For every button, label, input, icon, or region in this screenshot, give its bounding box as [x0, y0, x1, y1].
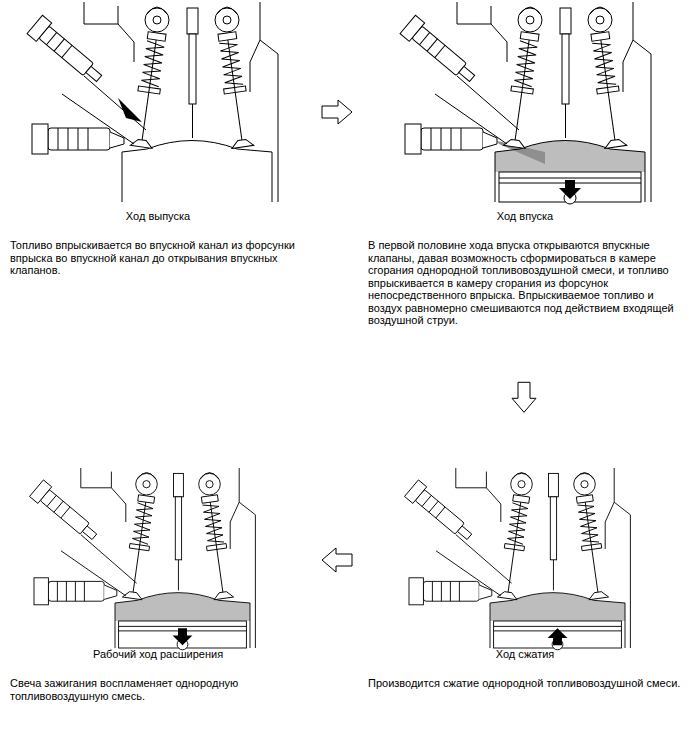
stroke-panel: Ход сжатияПроизводится сжатие однородной…	[368, 468, 682, 690]
stroke-title: Рабочий ход расширения	[10, 648, 306, 661]
stroke-description: Топливо впрыскивается во впускной канал …	[10, 239, 306, 277]
stroke-description: Свеча зажигания воспламеняет однородную …	[10, 677, 306, 702]
flow-arrow	[322, 100, 352, 124]
stroke-title: Ход впуска	[368, 210, 682, 223]
stroke-panel: Ход выпускаТопливо впрыскивается во впус…	[10, 4, 306, 277]
stroke-panel: Рабочий ход расширенияСвеча зажигания во…	[10, 468, 306, 702]
illustration-space	[10, 468, 306, 648]
flow-arrow	[512, 382, 536, 412]
flow-arrow	[322, 548, 352, 572]
stroke-title: Ход сжатия	[368, 648, 682, 661]
stroke-panel: Ход впуска В первой половине хода впуска …	[368, 4, 682, 327]
illustration-space	[368, 4, 682, 210]
exhaust-illustration	[27, 2, 278, 202]
illustration-space	[368, 468, 682, 648]
intake-illustration	[400, 2, 651, 204]
stroke-title: Ход выпуска	[10, 210, 306, 223]
power-illustration	[30, 468, 256, 650]
compression-illustration	[405, 468, 631, 650]
stroke-description: Производится сжатие однородной топливово…	[368, 677, 682, 690]
stroke-description: В первой половине хода впуска открываютс…	[368, 239, 682, 327]
illustration-space	[10, 4, 306, 210]
